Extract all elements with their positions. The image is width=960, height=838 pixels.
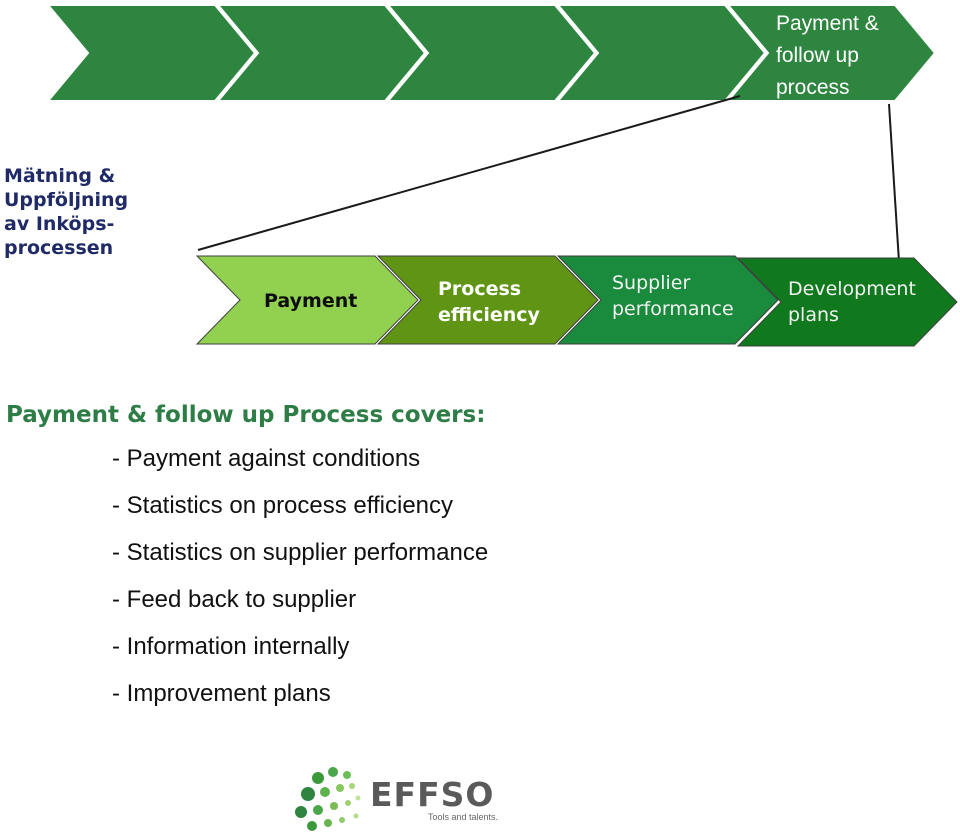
top-chevron-3: [385, 4, 597, 102]
top-chevron-5-active: [725, 4, 937, 102]
effso-logo-icon: [295, 767, 361, 831]
sub-step-label-development-plans: Development plans: [788, 278, 916, 326]
covers-item: - Information internally: [112, 633, 350, 660]
sub-chevron-development-plans: [736, 257, 958, 347]
top-chevron-2: [215, 4, 427, 102]
zoom-line-left: [197, 95, 741, 251]
covers-item: - Payment against conditions: [112, 445, 421, 472]
logo-tagline: Tools and talents.: [428, 812, 499, 822]
zoom-line-right: [888, 103, 900, 263]
sub-chevron-supplier-performance: [556, 255, 779, 345]
covers-list: - Payment against conditions - Statistic…: [112, 442, 488, 724]
covers-heading: Payment & follow up Process covers:: [6, 402, 486, 428]
top-chevron-row: [45, 4, 937, 102]
sub-chevron-row: [195, 255, 958, 347]
sub-step-label-supplier-performance: Supplier performance: [612, 272, 734, 320]
sub-step-label-payment: Payment: [264, 290, 358, 312]
covers-item: - Statistics on process efficiency: [112, 492, 454, 519]
covers-item: - Feed back to supplier: [112, 586, 357, 613]
sub-chevron-payment: [195, 255, 419, 345]
top-active-step-label: Payment & follow up process: [776, 12, 879, 99]
side-process-label: Mätning & Uppföljning av Inköps- process…: [4, 165, 129, 259]
sub-step-label-process-efficiency: Process efficiency: [438, 278, 540, 326]
covers-item: - Improvement plans: [112, 680, 331, 707]
top-chevron-1: [45, 4, 257, 102]
sub-chevron-process-efficiency: [376, 255, 599, 345]
logo-name: EFFSO: [370, 775, 495, 814]
covers-item: - Statistics on supplier performance: [112, 539, 489, 566]
